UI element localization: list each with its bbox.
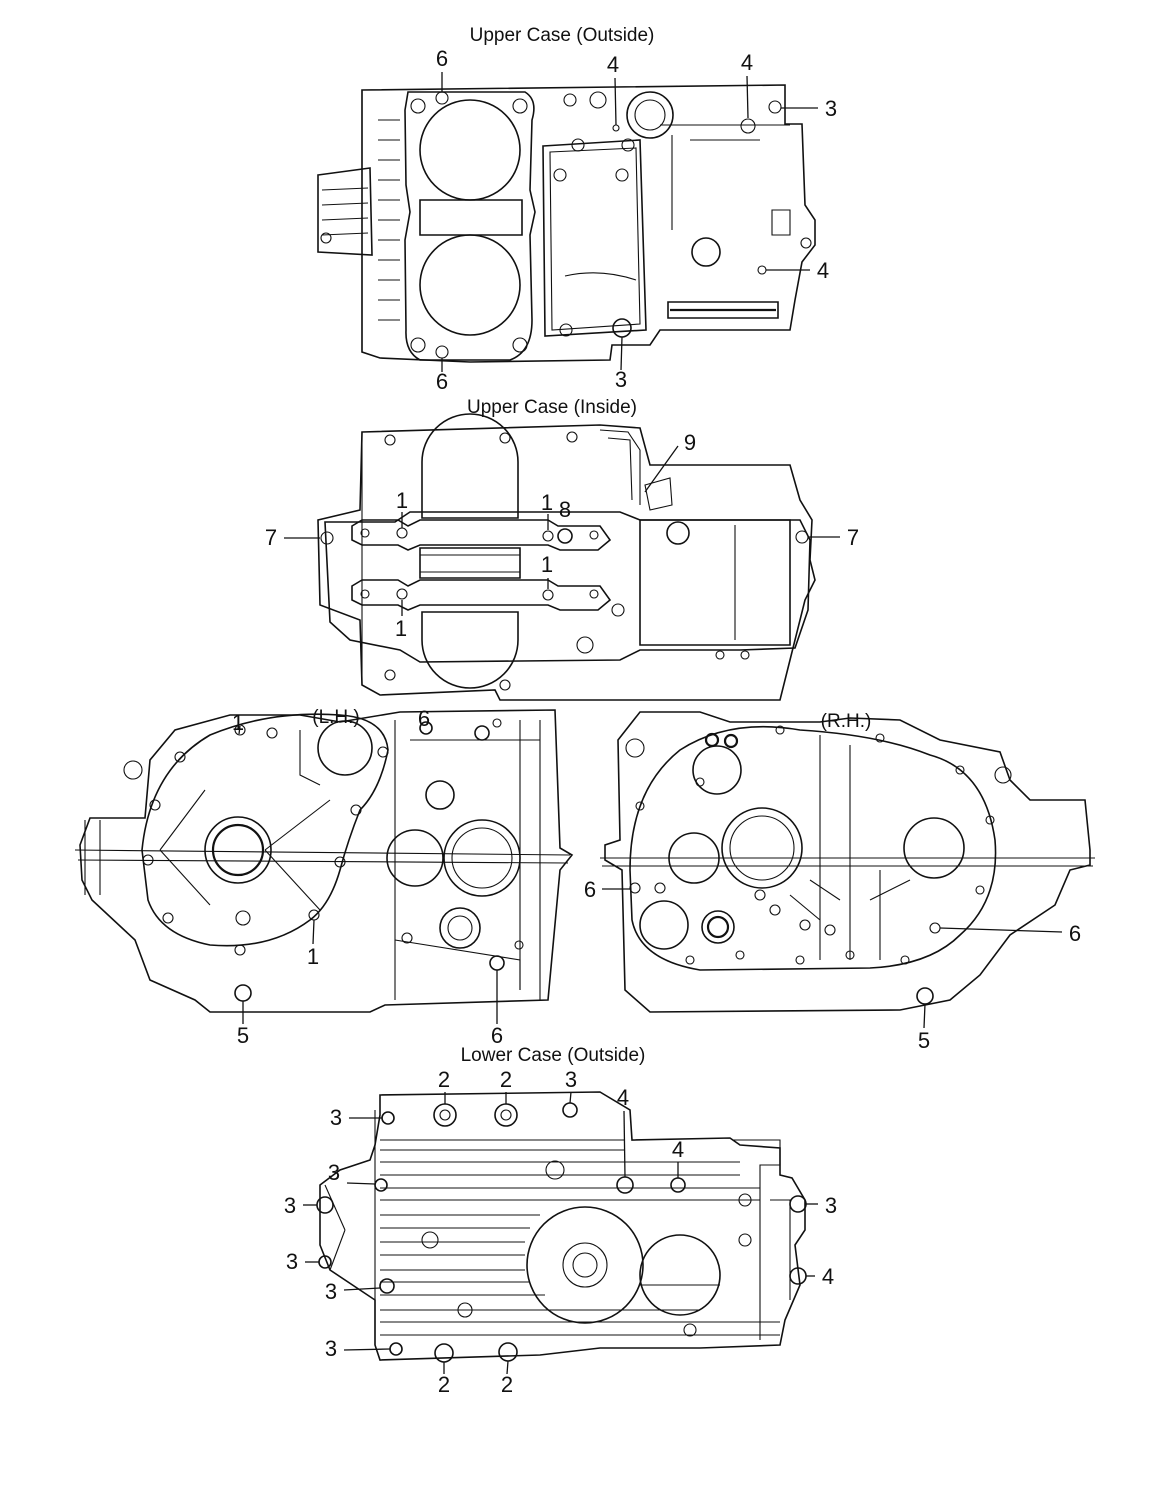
upper-case-inside-title: Upper Case (Inside) xyxy=(467,397,637,418)
callout-1: 1 xyxy=(232,710,244,735)
callout-4: 4 xyxy=(822,1264,834,1289)
callout-3: 3 xyxy=(565,1067,577,1092)
callout-3: 3 xyxy=(286,1249,298,1274)
callout-4: 4 xyxy=(607,52,619,77)
callout-6: 6 xyxy=(1069,921,1081,946)
callout-2: 2 xyxy=(500,1067,512,1092)
callout-7: 7 xyxy=(265,525,277,550)
callout-3: 3 xyxy=(325,1279,337,1304)
callout-4: 4 xyxy=(672,1137,684,1162)
callout-6: 6 xyxy=(436,369,448,394)
callout-3: 3 xyxy=(325,1336,337,1361)
callout-5: 5 xyxy=(918,1028,930,1053)
callout-4: 4 xyxy=(617,1085,629,1110)
callout-3: 3 xyxy=(825,96,837,121)
callout-6: 6 xyxy=(584,877,596,902)
callout-3: 3 xyxy=(328,1160,340,1185)
right-hand-view-title: (R.H.) xyxy=(821,711,872,732)
callout-8: 8 xyxy=(559,497,571,522)
callout-4: 4 xyxy=(817,258,829,283)
callout-6: 6 xyxy=(436,46,448,71)
callout-4: 4 xyxy=(741,50,753,75)
lower-case-outside-title: Lower Case (Outside) xyxy=(461,1045,646,1066)
upper-case-outside-view: Upper Case (Outside) xyxy=(317,25,837,394)
callout-1: 1 xyxy=(541,490,553,515)
upper-case-inside-view: Upper Case (Inside) xyxy=(265,397,859,701)
callout-3: 3 xyxy=(825,1193,837,1218)
callout-2: 2 xyxy=(438,1372,450,1397)
lower-case-outside-view: Lower Case (Outside) xyxy=(284,1045,837,1397)
callout-6: 6 xyxy=(418,706,430,731)
upper-case-outside-title: Upper Case (Outside) xyxy=(470,25,655,46)
callout-5: 5 xyxy=(237,1023,249,1048)
right-hand-side-view: (R.H.) xyxy=(584,711,1095,1053)
callout-6: 6 xyxy=(491,1023,503,1048)
callout-1: 1 xyxy=(395,616,407,641)
callout-2: 2 xyxy=(438,1067,450,1092)
left-hand-side-view: (L.H.) xyxy=(74,706,574,1048)
callout-1: 1 xyxy=(307,944,319,969)
callout-9: 9 xyxy=(684,430,696,455)
callout-2: 2 xyxy=(501,1372,513,1397)
callout-7: 7 xyxy=(847,525,859,550)
left-hand-view-title: (L.H.) xyxy=(312,707,360,728)
callout-3: 3 xyxy=(615,367,627,392)
callout-3: 3 xyxy=(330,1105,342,1130)
callout-3: 3 xyxy=(284,1193,296,1218)
callout-1: 1 xyxy=(541,552,553,577)
callout-1: 1 xyxy=(396,488,408,513)
